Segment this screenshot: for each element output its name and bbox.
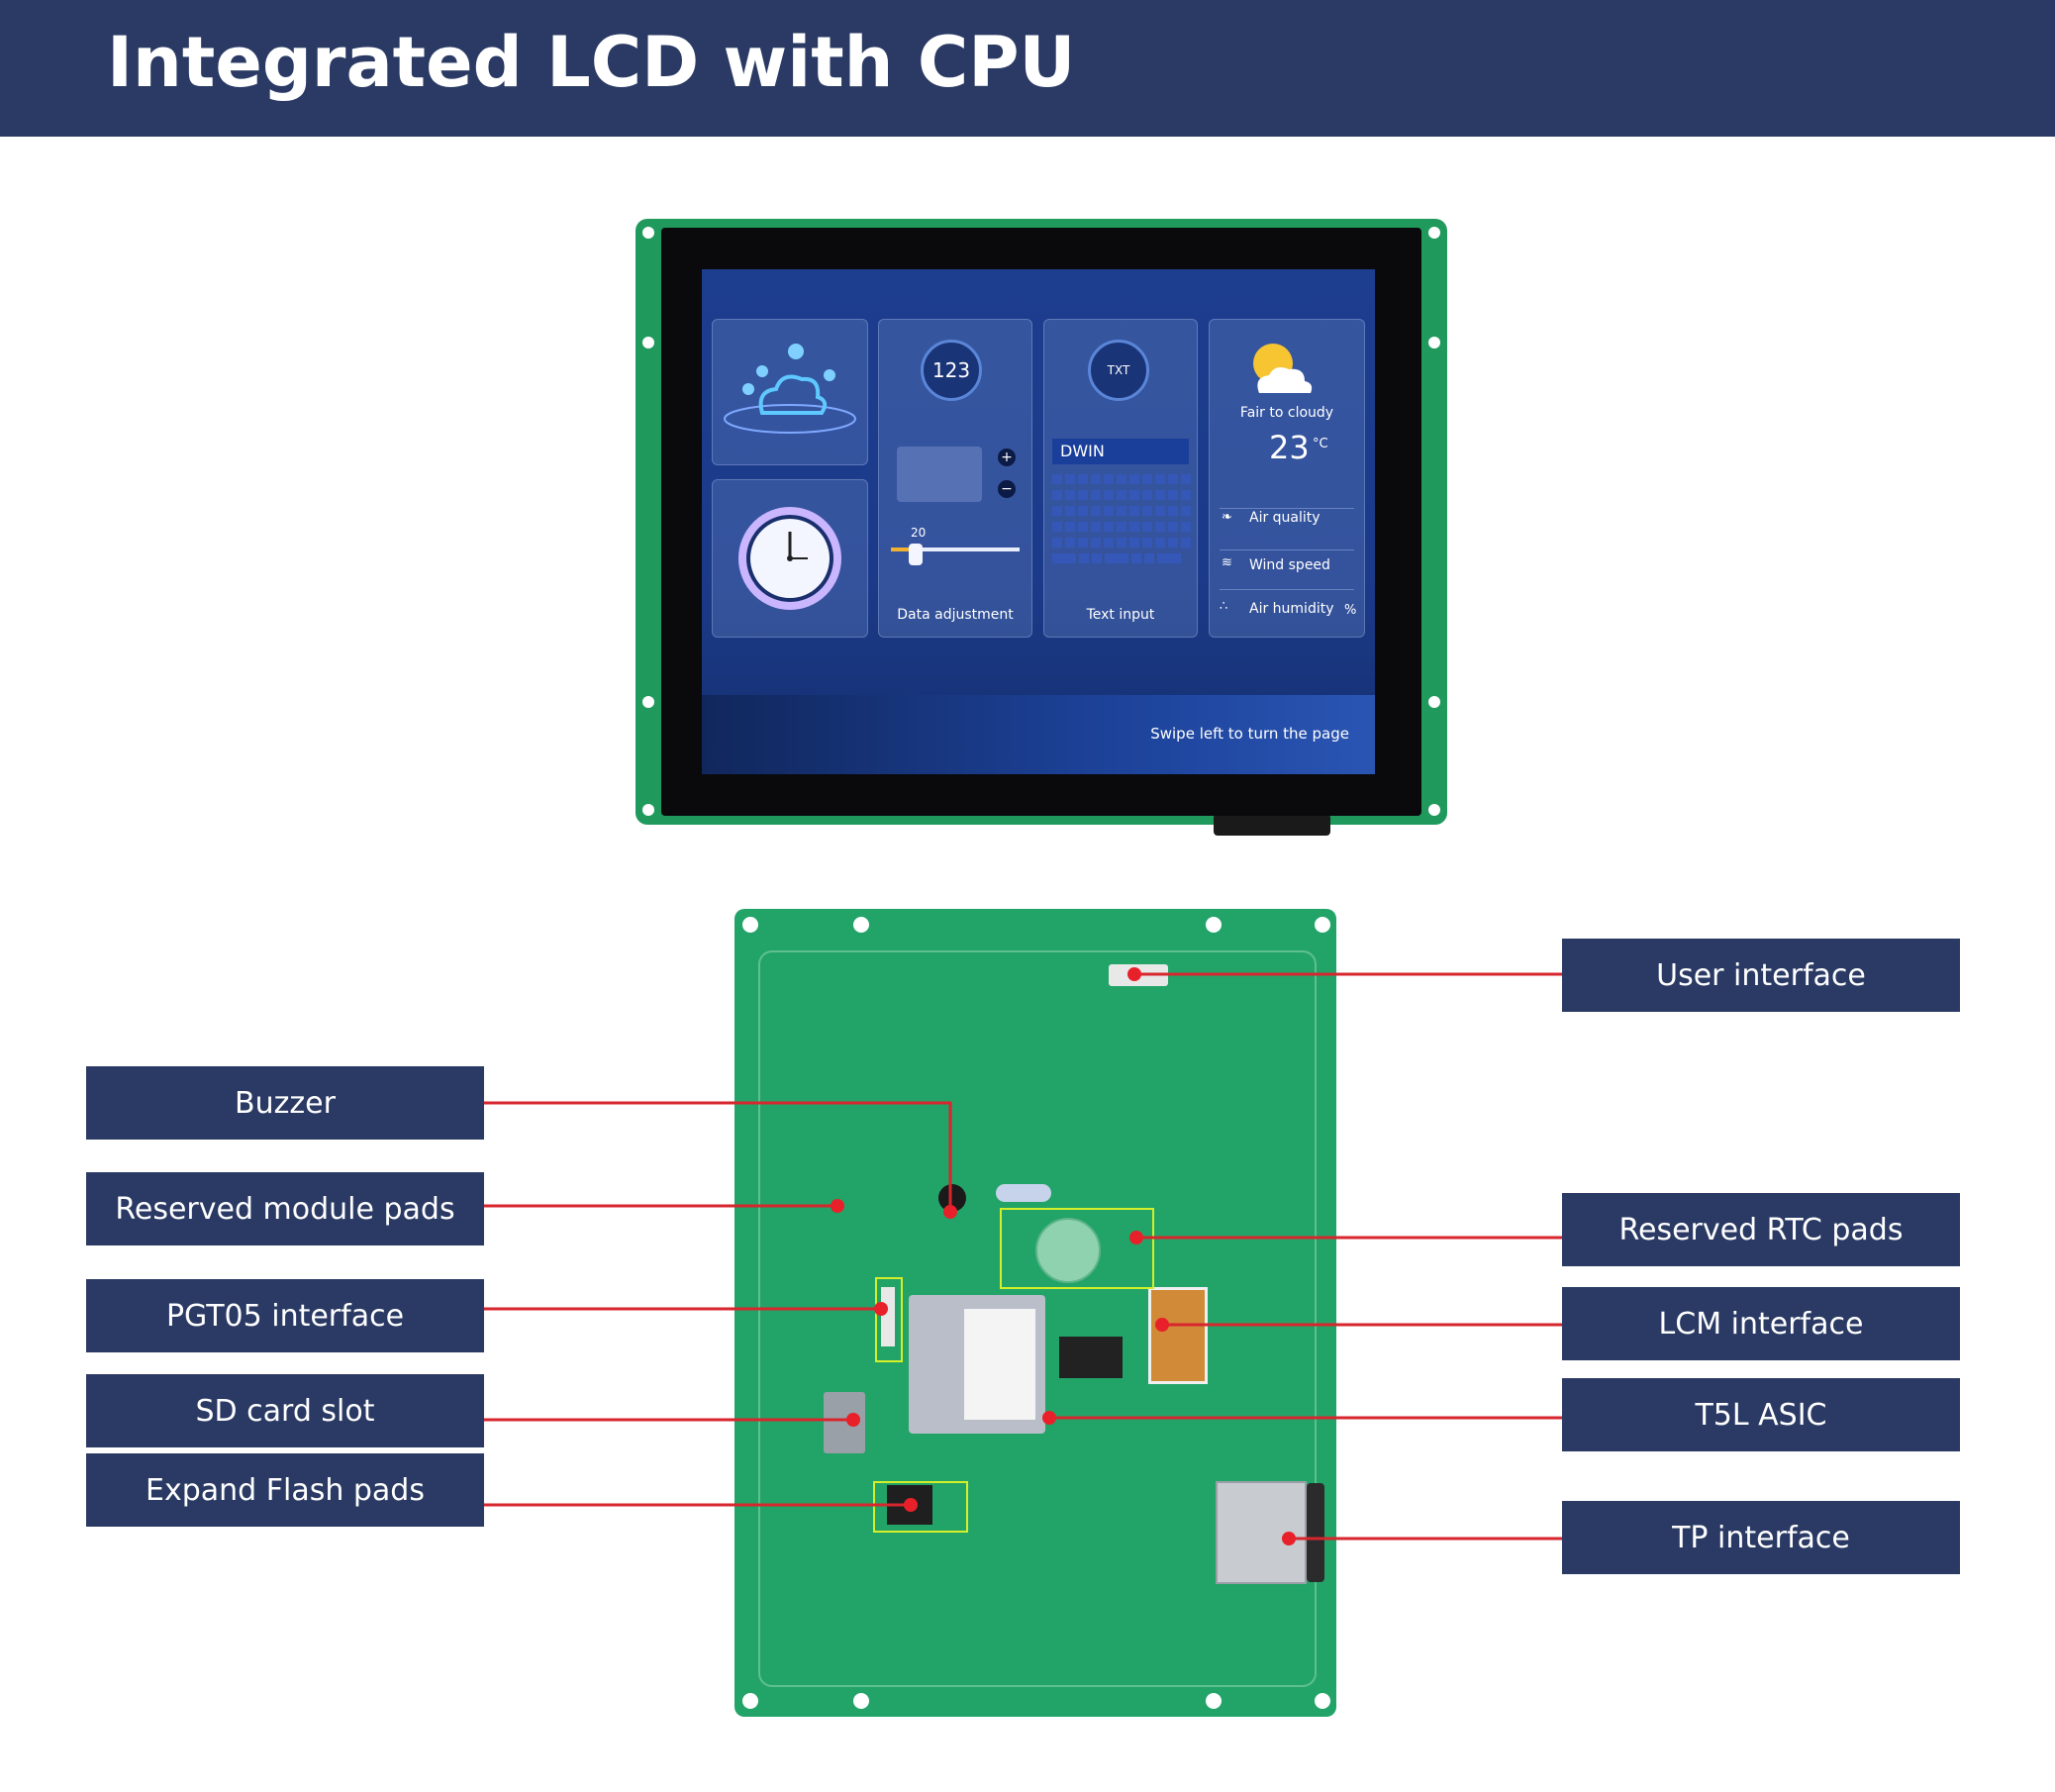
callout-pgt05-interface: PGT05 interface: [86, 1279, 484, 1352]
chip-label: [964, 1309, 1035, 1420]
smart-home-card[interactable]: [712, 319, 868, 465]
mounting-hole: [742, 917, 758, 933]
mounting-hole: [1206, 1693, 1222, 1709]
callout-reserved-rtc-pads: Reserved RTC pads: [1562, 1193, 1960, 1266]
rtc-marker: [1129, 1231, 1143, 1244]
divider: [1220, 508, 1354, 509]
pgt05-header: [881, 1287, 895, 1346]
callout-t5l-asic: T5L ASIC: [1562, 1378, 1960, 1451]
clock-icon: [738, 507, 841, 610]
memory-chip: [1059, 1337, 1123, 1378]
keyboard-row[interactable]: [1052, 474, 1191, 484]
mounting-hole: [642, 337, 654, 348]
lcd-screen: 123 + − 20 Data adjustment TXT DWIN Text…: [702, 269, 1375, 774]
cloud-sensors-icon: [724, 344, 856, 434]
callout-reserved-module-pads: Reserved module pads: [86, 1172, 484, 1245]
keyboard-row[interactable]: [1052, 522, 1191, 532]
mounting-hole: [1428, 804, 1440, 816]
callout-tp-interface: TP interface: [1562, 1501, 1960, 1574]
txt-file-icon: TXT: [1088, 340, 1149, 401]
mounting-hole: [642, 227, 654, 239]
lcm-connector: [1148, 1287, 1208, 1384]
fpc-connector: [1214, 814, 1330, 836]
title-banner: Integrated LCD with CPU: [0, 0, 2055, 137]
slider-value: 20: [911, 526, 927, 540]
divider: [1220, 549, 1354, 550]
buzzer-leader: [483, 1101, 952, 1212]
divider: [1220, 589, 1354, 590]
slider-track[interactable]: [891, 548, 1020, 551]
mounting-hole: [1315, 1693, 1330, 1709]
swipe-hint: Swipe left to turn the page: [1150, 725, 1349, 743]
reserved-module-marker: [831, 1199, 844, 1213]
mounting-hole: [1428, 337, 1440, 348]
humidity-unit: %: [1344, 603, 1357, 618]
text-field[interactable]: DWIN: [1052, 439, 1189, 464]
flash-marker: [904, 1498, 918, 1512]
keyboard-row[interactable]: [1052, 506, 1191, 516]
temperature-value: 23: [1269, 429, 1310, 466]
t5l-asic-shield: [909, 1295, 1045, 1434]
humidity-icon: ∴: [1220, 599, 1228, 614]
leaf-icon: ❧: [1222, 510, 1232, 525]
pgt05-marker: [874, 1302, 888, 1316]
number-badge-icon: 123: [921, 340, 982, 401]
slider-handle-icon[interactable]: [909, 544, 923, 565]
tp-latch: [1307, 1483, 1324, 1582]
mounting-hole: [1315, 917, 1330, 933]
user-interface-marker: [1127, 967, 1141, 981]
callout-expand-flash-pads: Expand Flash pads: [86, 1453, 484, 1527]
rtc-highlight-box: [1000, 1208, 1154, 1289]
mounting-hole: [742, 1693, 758, 1709]
air-quality-label: Air quality: [1249, 510, 1321, 526]
mounting-hole: [853, 917, 869, 933]
minus-icon[interactable]: −: [998, 480, 1016, 498]
card-label: Text input: [1086, 607, 1155, 623]
callout-lcm-interface: LCM interface: [1562, 1287, 1960, 1360]
tp-marker: [1282, 1532, 1296, 1545]
keyboard-row[interactable]: [1052, 553, 1181, 563]
mounting-hole: [853, 1693, 869, 1709]
data-adjustment-card[interactable]: 123 + − 20 Data adjustment: [878, 319, 1032, 638]
buzzer-marker: [943, 1205, 957, 1219]
mounting-hole: [1428, 696, 1440, 708]
temperature-unit: °C: [1313, 437, 1328, 451]
lcm-marker: [1155, 1318, 1169, 1332]
slider-fill: [891, 548, 915, 551]
clock-card[interactable]: [712, 479, 868, 638]
wind-icon: ≋: [1222, 555, 1232, 570]
page-title: Integrated LCD with CPU: [107, 22, 1076, 103]
callout-user-interface: User interface: [1562, 939, 1960, 1012]
wind-speed-label: Wind speed: [1249, 557, 1330, 573]
mounting-hole: [1206, 917, 1222, 933]
callout-sd-card-slot: SD card slot: [86, 1374, 484, 1447]
value-display: [897, 447, 982, 502]
card-label: Data adjustment: [897, 607, 1014, 623]
weather-card[interactable]: Fair to cloudy 23 °C ❧ Air quality ≋ Win…: [1209, 319, 1365, 638]
pcb-outline: [758, 950, 1317, 1687]
mounting-hole: [642, 804, 654, 816]
crystal-component: [996, 1184, 1051, 1202]
plus-icon[interactable]: +: [998, 448, 1016, 466]
mounting-hole: [1428, 227, 1440, 239]
weather-condition: Fair to cloudy: [1239, 405, 1334, 421]
sd-card-marker: [846, 1413, 860, 1427]
keyboard-row[interactable]: [1052, 538, 1191, 548]
air-humidity-label: Air humidity: [1249, 601, 1334, 617]
flash-highlight-box: [873, 1481, 968, 1533]
rtc-battery-pad: [1035, 1218, 1101, 1283]
mounting-hole: [642, 696, 654, 708]
partly-cloudy-icon: [1253, 344, 1313, 393]
text-input-card[interactable]: TXT DWIN Text input: [1043, 319, 1198, 638]
screen-footer-bar: [702, 695, 1375, 774]
pgt05-highlight-box: [875, 1277, 903, 1362]
callout-buzzer: Buzzer: [86, 1066, 484, 1140]
keyboard-row[interactable]: [1052, 490, 1191, 500]
asic-marker: [1042, 1411, 1056, 1425]
